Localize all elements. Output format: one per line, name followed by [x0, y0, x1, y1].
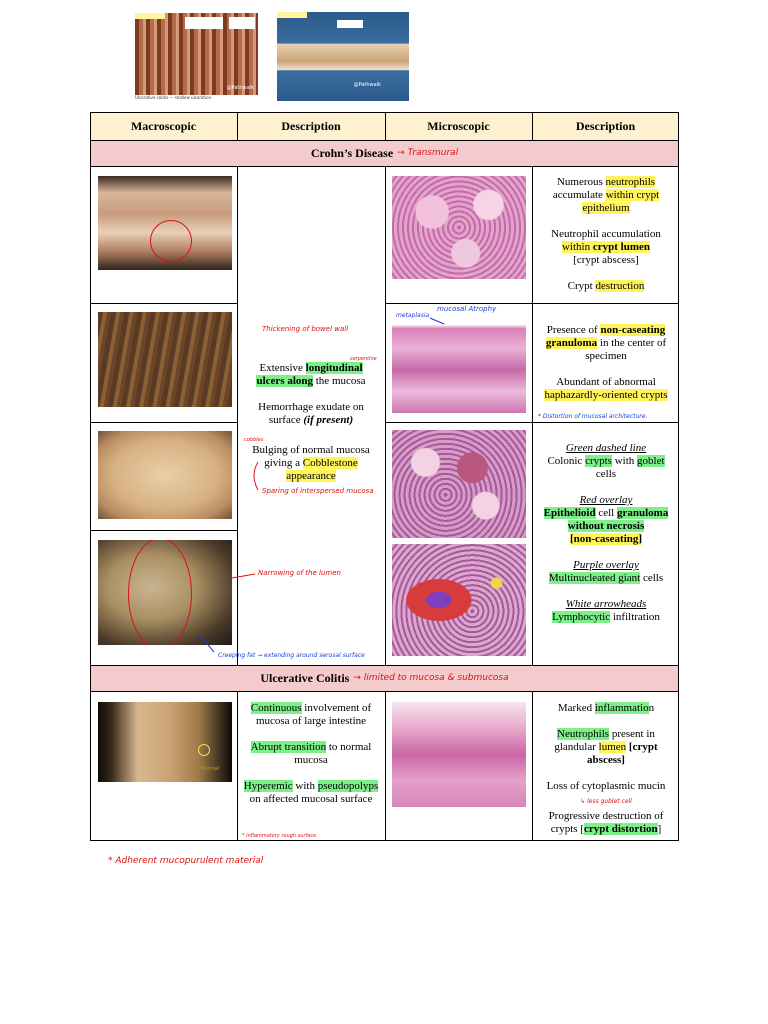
annotation-creeping-fat: Creeping fat → extending around serosal …	[218, 652, 365, 659]
annotation-mucosal-atrophy: mucosal Atrophy	[437, 305, 497, 313]
annotation-narrowing: Narrowing of the lumen	[258, 569, 341, 577]
uc-macro-image	[98, 702, 232, 782]
uc-micro-image	[392, 702, 526, 807]
crohns-micro-image-3	[392, 430, 526, 538]
crohns-micro-desc-3: Green dashed line Colonic crypts with go…	[543, 442, 669, 623]
metaplasia-arrow	[429, 317, 445, 325]
section-ulcerative-colitis: Ulcerative Colitis → limited to mucosa &…	[90, 665, 679, 691]
section-crohns: Crohn’s Disease → Transmural	[90, 140, 679, 166]
top-right-watermark: @Pathwalk	[353, 82, 381, 88]
crohns-note: → Transmural	[397, 148, 459, 158]
header-description-micro: Description	[532, 112, 679, 140]
sparing-bracket	[253, 461, 259, 491]
crohns-micro-desc-1: Numerous neutrophils accumulate within c…	[551, 176, 661, 292]
uc-title: Ulcerative Colitis	[260, 670, 350, 685]
annotation-cobbles: cobbles	[244, 437, 264, 443]
crohns-micro-image-2	[392, 305, 526, 413]
annotation-distortion: * Distortion of mucosal architecture.	[538, 413, 648, 420]
annotation-thickening: Thickening of bowel wall	[262, 325, 349, 333]
annotation-metaplasia: metaplasia	[396, 312, 430, 319]
crohns-macro-image-3	[98, 431, 232, 519]
crohns-macro-image-4	[98, 540, 232, 645]
uc-macro-description: Continuous involvement of mucosa of larg…	[243, 702, 379, 805]
uc-micro-description: Marked inflammation Neutrophils present …	[546, 702, 666, 835]
annotation-serpentine: serpentine	[350, 356, 377, 362]
top-left-watermark: @Pathwalk	[226, 85, 254, 91]
header-microscopic: Microscopic	[385, 112, 532, 140]
top-right-specimen-image: @Pathwalk	[277, 12, 409, 101]
crohns-macro-description: Extensive longitudinal ulcers along the …	[256, 362, 366, 426]
creeping-arrow	[199, 634, 215, 653]
annotation-inflammatory-surface: * Inflammatory rough surface	[242, 833, 317, 839]
crohns-cobblestone-description: Bulging of normal mucosa giving a Cobble…	[252, 444, 370, 482]
header-description-macro: Description	[237, 112, 385, 140]
crohns-micro-image-1	[392, 176, 526, 279]
crohns-macro-image-1	[98, 176, 232, 270]
crohns-micro-desc-2: Presence of non-caseating granuloma in t…	[544, 324, 668, 401]
annotation-sparing: Sparing of interspersed mucosa	[262, 487, 374, 495]
annotation-adherent: * Adherent mucopurulent material	[108, 856, 264, 866]
crohns-title: Crohn’s Disease	[310, 145, 394, 160]
uc-note: → limited to mucosa & submucosa	[353, 673, 509, 683]
crohns-micro-image-4	[392, 544, 526, 656]
top-left-specimen-image: Ulcerative colitis — shallow ulceration …	[135, 13, 258, 101]
narrowing-arrow	[231, 573, 256, 579]
crohns-macro-image-2	[98, 312, 232, 407]
comparison-table: Macroscopic Description Microscopic Desc…	[90, 112, 679, 841]
top-left-caption: Ulcerative colitis — shallow ulceration	[135, 95, 258, 101]
annotation-normal: Normal	[201, 766, 220, 772]
header-macroscopic: Macroscopic	[90, 112, 237, 140]
